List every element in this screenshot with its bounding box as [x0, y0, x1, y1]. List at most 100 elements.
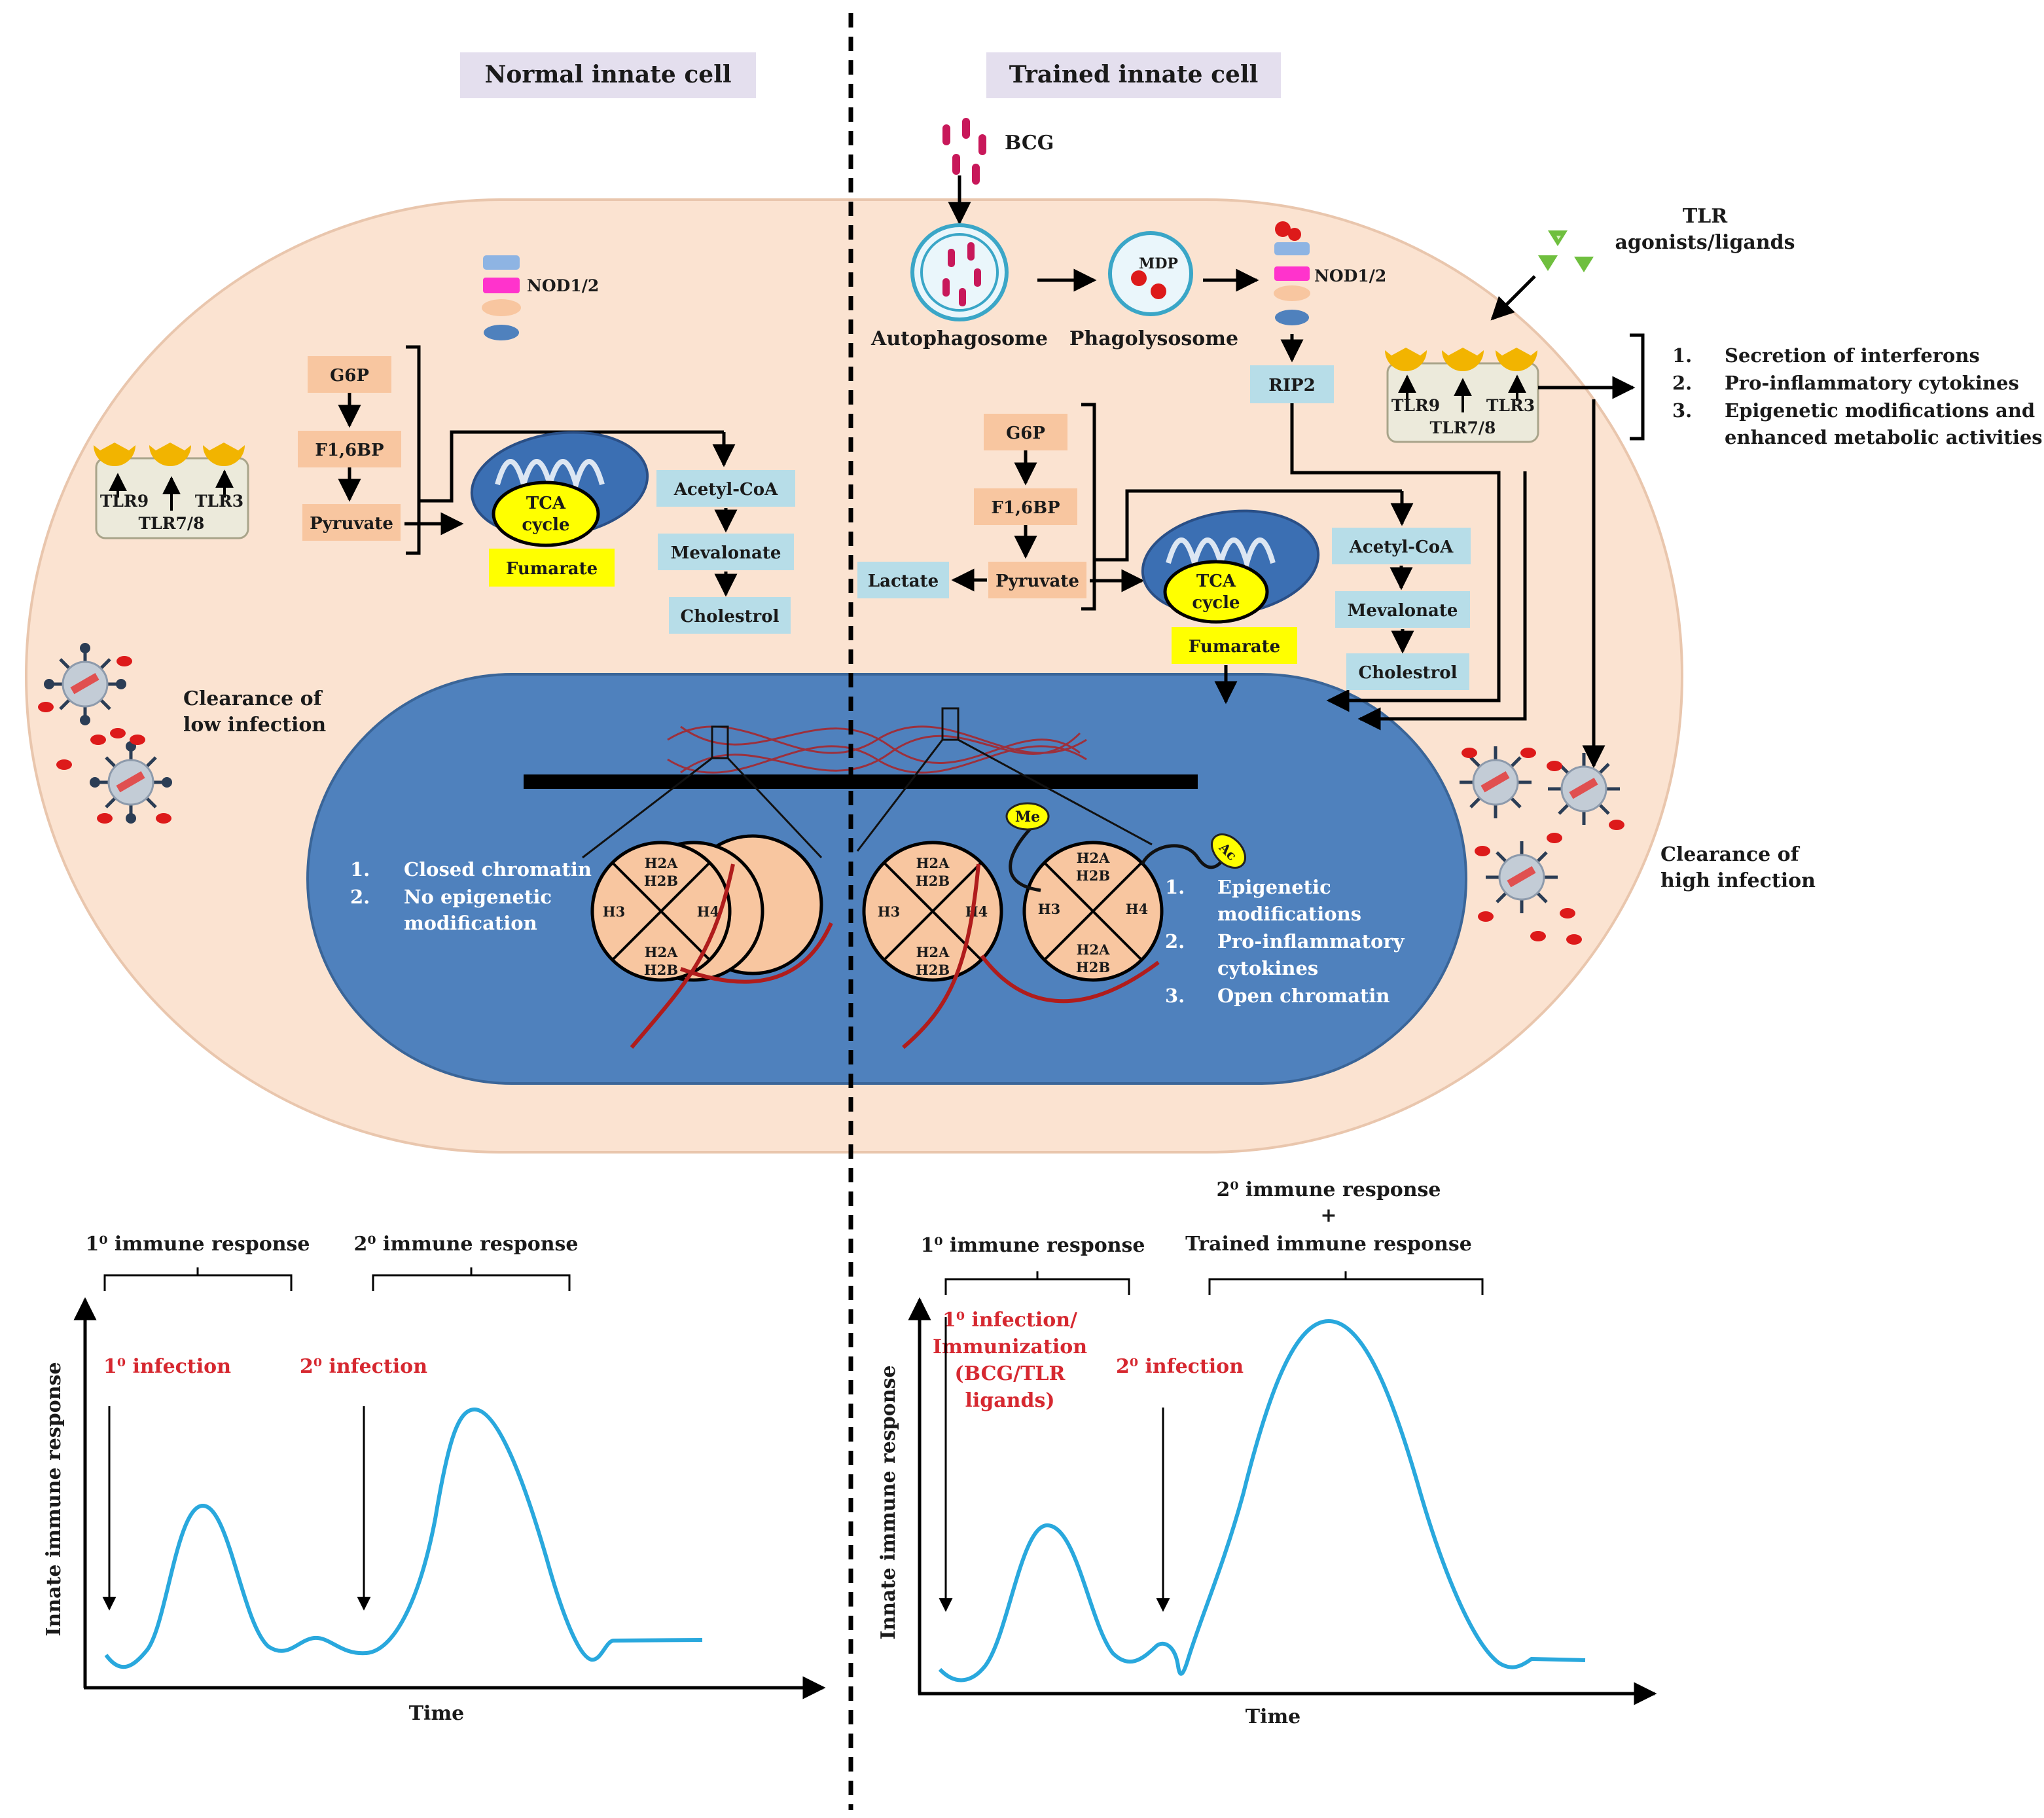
acetyl-tag: Ac: [1211, 833, 1246, 869]
trained-primary-response: 1⁰ immune response: [920, 1234, 1145, 1257]
nucleosome-open-1: H2A H2B H3 H4 H2A H2B: [862, 841, 1003, 982]
svg-text:cytokines: cytokines: [1217, 957, 1318, 979]
tlr-agonists-label: agonists/ligands: [1615, 231, 1795, 254]
trained-graph: Innate immune response Time 1⁰ immune re…: [877, 1178, 1657, 1728]
svg-text:RIP2: RIP2: [1268, 376, 1315, 395]
methyl-tag: Me: [1005, 802, 1050, 831]
tca-cycle-normal: [492, 481, 600, 547]
trained-title: Trained innate cell: [986, 52, 1281, 98]
svg-text:TLR3: TLR3: [195, 492, 243, 511]
chromosome-bar: [524, 774, 1198, 789]
trained-secondary-response: 2⁰ immune response: [1216, 1178, 1441, 1201]
svg-text:TCA: TCA: [526, 494, 566, 513]
histone-top-label: H2A: [1077, 850, 1110, 866]
chromatin-zoom-lines: [582, 707, 1153, 859]
clearance-trained: high infection: [1660, 869, 1816, 892]
normal-graph-xlabel: Time: [409, 1702, 465, 1725]
histone-bottom-label: H2A: [1077, 941, 1110, 958]
normal-graph: Innate immune response Time 1⁰ immune re…: [43, 1233, 826, 1725]
svg-text:Secretion of interferons: Secretion of interferons: [1725, 344, 1980, 367]
svg-text:3.: 3.: [1165, 985, 1185, 1007]
svg-text:cycle: cycle: [1192, 593, 1240, 613]
svg-text:F1,6BP: F1,6BP: [315, 441, 384, 460]
svg-text:Acetyl-CoA: Acetyl-CoA: [1349, 537, 1454, 557]
nod-receptor-trained: NOD1/2: [1274, 221, 1386, 325]
svg-text:Pro-inflammatory cytokines: Pro-inflammatory cytokines: [1725, 372, 2019, 394]
svg-text:Epigenetic: Epigenetic: [1217, 876, 1331, 898]
svg-text:TLR7/8: TLR7/8: [139, 514, 205, 533]
svg-text:NOD1/2: NOD1/2: [1314, 266, 1386, 285]
svg-text:Lactate: Lactate: [868, 572, 939, 591]
histone-left-label: H3: [603, 903, 625, 920]
histone-bottom-label: H2B: [916, 962, 950, 978]
histone-bottom-label: H2B: [644, 962, 678, 978]
svg-text:2.: 2.: [1165, 930, 1185, 953]
glycolysis-trained: G6P F1,6BP Pyruvate: [974, 414, 1086, 598]
svg-text:Cholestrol: Cholestrol: [681, 607, 780, 627]
histone-bottom-label: H2A: [645, 944, 678, 960]
trained-secondary-response: +: [1320, 1204, 1336, 1227]
normal-primary-response: 1⁰ immune response: [85, 1233, 310, 1256]
mevalonate-pathway-trained: Acetyl-CoA Mevalonate Cholestrol: [1332, 528, 1471, 690]
trained-primary-infection: 1⁰ infection/: [942, 1309, 1077, 1332]
svg-text:No epigenetic: No epigenetic: [404, 886, 552, 908]
svg-text:2.: 2.: [350, 886, 370, 908]
trained-primary-infection: ligands): [965, 1389, 1054, 1412]
normal-secondary-infection: 2⁰ infection: [300, 1355, 427, 1378]
autophagosome: [910, 223, 1009, 321]
bcg-bacteria: [942, 118, 986, 185]
trained-secondary-infection: 2⁰ infection: [1116, 1355, 1244, 1378]
rip2-arrow: [1290, 403, 1501, 712]
svg-text:G6P: G6P: [330, 366, 369, 386]
svg-text:TLR9: TLR9: [100, 492, 149, 511]
svg-text:Open chromatin: Open chromatin: [1217, 985, 1390, 1007]
svg-text:Pyruvate: Pyruvate: [995, 572, 1079, 591]
svg-text:cycle: cycle: [522, 515, 569, 535]
tlr-outcomes: 1. Secretion of interferons 2. Pro-infla…: [1672, 344, 2043, 448]
histone-bottom-label: H2A: [916, 944, 950, 960]
histone-top-label: H2B: [916, 873, 950, 889]
svg-text:Cholestrol: Cholestrol: [1359, 663, 1458, 683]
lactate-box: Lactate: [857, 562, 949, 598]
svg-text:Mevalonate: Mevalonate: [671, 543, 781, 563]
histone-right-label: H4: [965, 903, 988, 920]
normal-secondary-response: 2⁰ immune response: [353, 1233, 578, 1256]
clearance-normal: Clearance of: [183, 687, 323, 710]
svg-text:NOD1/2: NOD1/2: [527, 276, 599, 295]
svg-text:Acetyl-CoA: Acetyl-CoA: [673, 480, 778, 500]
histone-top-label: H2B: [644, 873, 678, 889]
svg-text:Normal innate cell: Normal innate cell: [484, 61, 731, 88]
nucleosome-closed-group: H2A H2B H3 H4 H2A H2B: [590, 834, 823, 982]
histone-left-label: H3: [878, 903, 900, 920]
svg-text:Pyruvate: Pyruvate: [310, 514, 393, 534]
svg-text:Me: Me: [1015, 809, 1040, 826]
pathogen-cluster-normal: [38, 643, 172, 824]
trained-secondary-response: Trained immune response: [1185, 1233, 1472, 1256]
normal-response-curve: [104, 1407, 703, 1669]
tlr-to-nucleus-arrow: [1357, 471, 1527, 731]
tlr-agonists: [1538, 230, 1594, 272]
svg-text:F1,6BP: F1,6BP: [991, 498, 1060, 518]
normal-primary-infection: 1⁰ infection: [103, 1355, 231, 1378]
svg-text:MDP: MDP: [1139, 255, 1178, 272]
svg-text:Epigenetic modifications and: Epigenetic modifications and: [1725, 399, 2035, 422]
tlr-complex-trained: TLR9 TLR3 TLR7/8: [1385, 348, 1539, 443]
autophagosome-label: Autophagosome: [870, 327, 1048, 350]
rip2-box: RIP2: [1250, 365, 1334, 403]
nod-receptor-normal: NOD1/2: [482, 255, 599, 340]
svg-text:TLR7/8: TLR7/8: [1430, 418, 1496, 437]
histone-top-label: H2A: [645, 855, 678, 871]
pathogen-cluster-trained: [1460, 746, 1624, 945]
dna-strand-open: [902, 864, 1160, 1049]
svg-text:1.: 1.: [1165, 876, 1185, 898]
svg-text:Fumarate: Fumarate: [1189, 637, 1280, 657]
clearance-normal: low infection: [183, 714, 326, 736]
nucleosome-open-2: H2A H2B H3 H4 H2A H2B: [1022, 841, 1164, 982]
svg-text:Mevalonate: Mevalonate: [1348, 601, 1458, 621]
svg-text:modification: modification: [404, 912, 537, 934]
nucleus-list-normal: 1. Closed chromatin 2. No epigenetic mod…: [350, 858, 592, 934]
histone-right-label: H4: [1126, 901, 1148, 917]
dna-strand-closed: [630, 864, 833, 1049]
histone-top-label: H2B: [1076, 867, 1110, 884]
phagolysosome: MDP: [1108, 231, 1193, 316]
